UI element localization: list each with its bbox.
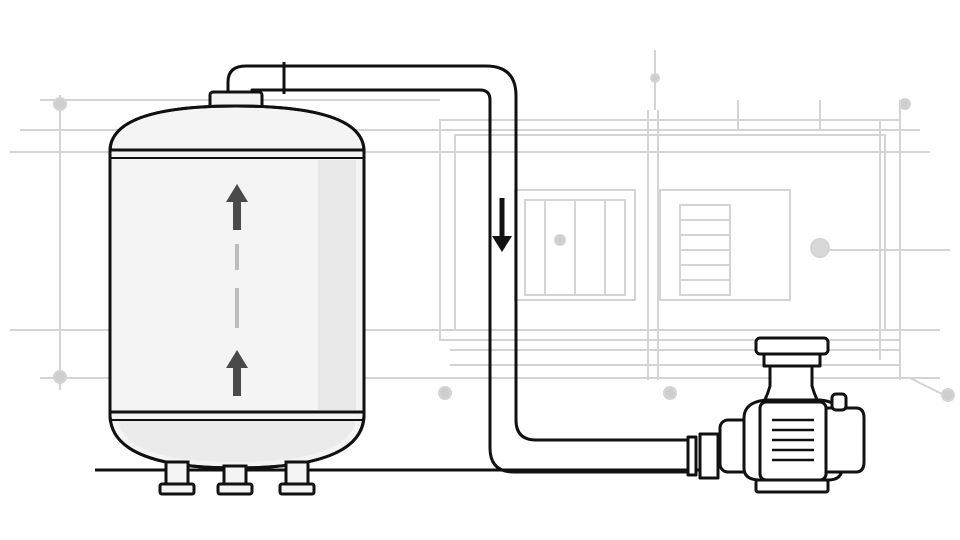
pump-motor	[758, 400, 828, 482]
centrifugal-pump	[718, 336, 866, 494]
tank-support-legs	[158, 460, 316, 496]
pipe-arrow	[492, 198, 512, 252]
tank-arrow-upper	[226, 184, 248, 230]
tank-arrow-lower	[226, 350, 248, 396]
connecting-pipe	[226, 62, 720, 480]
storage-tank	[108, 90, 366, 496]
